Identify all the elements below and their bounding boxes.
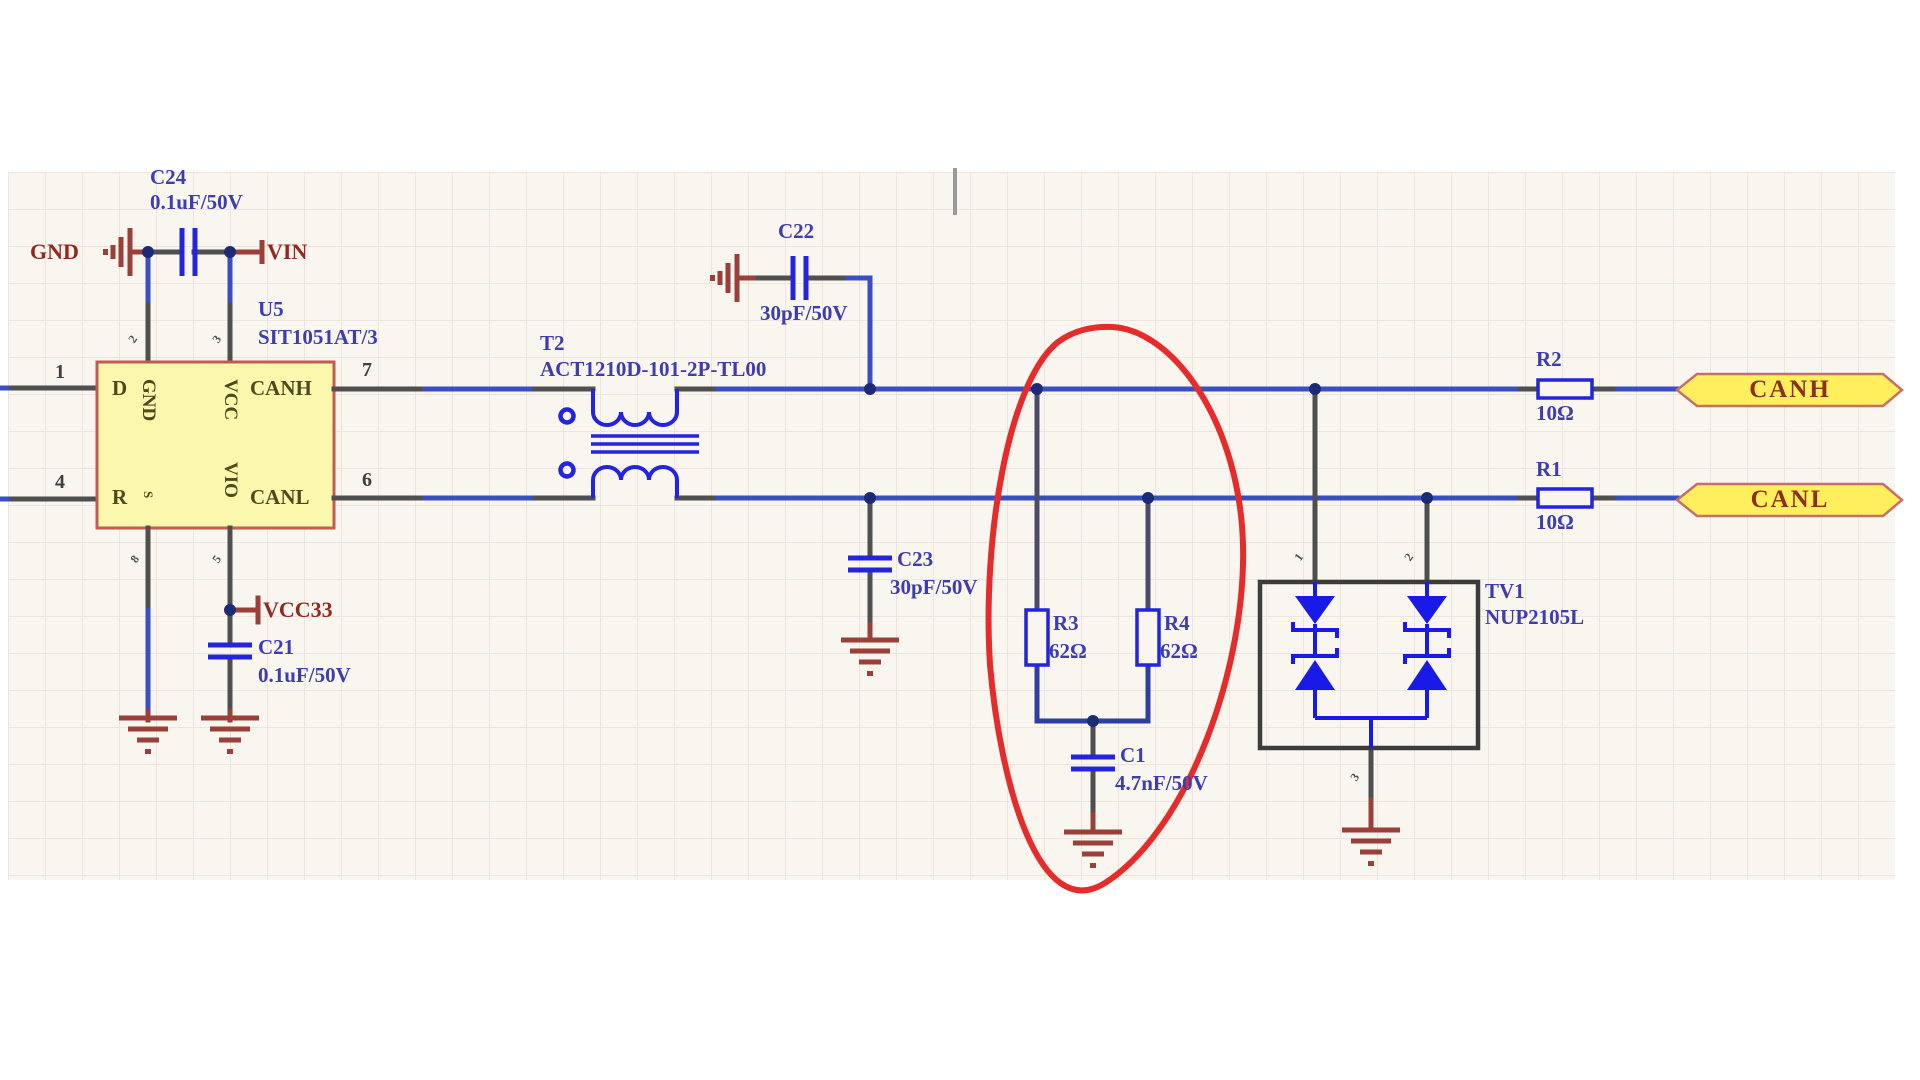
- c22-ground-icon: [710, 254, 740, 302]
- port-canl-shape[interactable]: [1674, 482, 1904, 518]
- ic-pin-vio-label: VIO: [220, 462, 241, 498]
- tvs-diode-pair-left-icon: [1291, 582, 1339, 718]
- capacitor-c22-icon: [790, 256, 809, 300]
- capacitor-c1-icon: [1071, 754, 1115, 772]
- ground-icon-c21: [201, 715, 259, 754]
- ic-pin1-number: 1: [55, 361, 65, 383]
- ic-pin6-number: 6: [362, 469, 372, 491]
- wire-tvs-branches: [1312, 386, 1430, 833]
- r4-ref: R4: [1164, 611, 1190, 635]
- transformer-part: ACT1210D-101-2P-TL00: [540, 357, 767, 381]
- capacitor-c21-icon: [208, 642, 252, 660]
- port-canh-shape[interactable]: [1674, 372, 1904, 408]
- c21-value: 0.1uF/50V: [258, 663, 351, 687]
- ic-designator: U5: [258, 297, 284, 321]
- ic-part-number: SIT1051AT/3: [258, 325, 378, 349]
- ground-icon-tvs: [1342, 827, 1400, 866]
- r3-value: 62Ω: [1049, 639, 1087, 663]
- capacitor-c23-icon: [848, 555, 892, 573]
- transformer-ref: T2: [540, 331, 565, 355]
- ground-icon-c1: [1064, 829, 1122, 868]
- junction-dots: [142, 246, 1433, 727]
- tvs-diode-pair-right-icon: [1315, 582, 1451, 748]
- vin-port-label: VIN: [267, 239, 308, 264]
- c1-ref: C1: [1120, 743, 1146, 767]
- wire-c22-branch: [734, 275, 873, 392]
- ic-pin-canh-label: CANH: [250, 376, 312, 400]
- wire-ic-bottom-pins: [145, 525, 261, 723]
- resistor-r2-icon: [1536, 378, 1594, 400]
- capacitor-c24-icon: [179, 228, 198, 276]
- c23-value: 30pF/50V: [890, 575, 978, 599]
- r4-value: 62Ω: [1160, 639, 1198, 663]
- ic-pin-canl-label: CANL: [250, 485, 310, 509]
- ic-pin-r-label: R: [112, 485, 128, 509]
- r3-ref: R3: [1053, 611, 1079, 635]
- r2-ref: R2: [1536, 347, 1562, 371]
- c22-ref: C22: [778, 219, 815, 243]
- c24-ref: C24: [150, 165, 187, 189]
- port-canh-label[interactable]: CANH: [1749, 376, 1831, 403]
- gnd-port-label: GND: [30, 239, 79, 264]
- annotation-ellipse: [985, 323, 1247, 894]
- tvs-ref: TV1: [1485, 579, 1525, 603]
- schematic-grid-background: [8, 172, 1895, 880]
- ic-pin-d-label: D: [112, 376, 128, 400]
- r2-value: 10Ω: [1536, 401, 1574, 425]
- ic-pin-gnd-label: GND: [138, 379, 159, 422]
- gnd-power-port-icon: [103, 228, 133, 276]
- resistor-r3-icon: [1024, 608, 1050, 667]
- ic-pin7-number: 7: [362, 359, 372, 381]
- c22-value: 30pF/50V: [760, 301, 848, 325]
- vcc33-port-label: VCC33: [263, 597, 333, 622]
- c23-ref: C23: [897, 547, 934, 571]
- c21-ref: C21: [258, 635, 295, 659]
- resistor-r4-icon: [1135, 608, 1161, 667]
- c1-value: 4.7nF/50V: [1115, 771, 1208, 795]
- resistor-r1-icon: [1536, 487, 1594, 509]
- r1-ref: R1: [1536, 457, 1562, 481]
- c24-value: 0.1uF/50V: [150, 190, 243, 214]
- r1-value: 10Ω: [1536, 510, 1574, 534]
- ic-u5-body: [95, 360, 336, 530]
- tvs-part: NUP2105L: [1485, 605, 1585, 629]
- ground-icon-s-pin: [119, 715, 177, 754]
- ic-pin-s-label: S: [141, 491, 156, 499]
- ic-pin-vcc-label: VCC: [220, 379, 241, 421]
- ic-pin4-number: 4: [55, 471, 65, 493]
- port-canl-label[interactable]: CANL: [1750, 486, 1830, 513]
- ground-icon-c23: [841, 637, 899, 676]
- transformer-t2-icon: [558, 389, 699, 498]
